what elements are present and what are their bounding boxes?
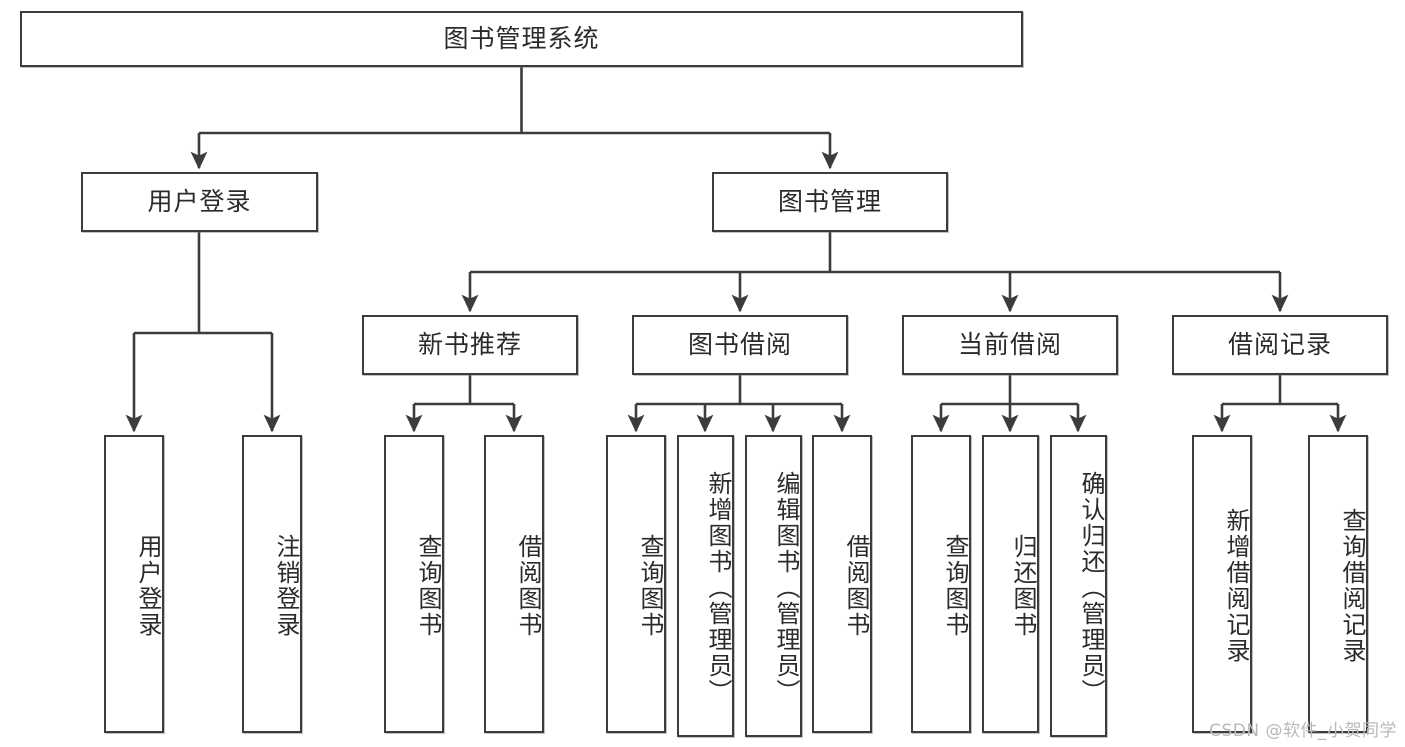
- leaf-bookborrow-query-book[interactable]: 查询图书: [606, 435, 666, 733]
- leaf-currentborrow-confirm-return-admin[interactable]: 确认归还（管理员）: [1050, 435, 1107, 737]
- leaf-bookborrow-add-book-admin[interactable]: 新增图书（管理员）: [677, 435, 734, 737]
- leaf-currentborrow-return-book-label: 归还图书: [1009, 534, 1037, 638]
- leaf-logout[interactable]: 注销登录: [242, 435, 302, 733]
- leaf-logout-label: 注销登录: [272, 534, 300, 638]
- leaf-borrowrecord-query-record[interactable]: 查询借阅记录: [1308, 435, 1368, 733]
- leaf-bookborrow-edit-book-admin[interactable]: 编辑图书（管理员）: [745, 435, 802, 737]
- node-user-login-label: 用户登录: [147, 187, 252, 217]
- node-book-borrow-label: 图书借阅: [687, 330, 792, 360]
- leaf-currentborrow-return-book[interactable]: 归还图书: [982, 435, 1039, 733]
- leaf-bookborrow-edit-book-admin-label: 编辑图书（管理员）: [772, 471, 800, 705]
- node-borrow-record-label: 借阅记录: [1227, 330, 1332, 360]
- node-book-management-label: 图书管理: [777, 187, 882, 217]
- node-user-login[interactable]: 用户登录: [81, 172, 318, 232]
- leaf-user-login-label: 用户登录: [134, 534, 162, 638]
- leaf-borrowrecord-add-record[interactable]: 新增借阅记录: [1192, 435, 1252, 733]
- leaf-currentborrow-query-book-label: 查询图书: [941, 534, 969, 638]
- leaf-bookborrow-query-book-label: 查询图书: [636, 534, 664, 638]
- csdn-watermark: CSDN @软件_小贺同学: [1209, 721, 1397, 741]
- leaf-currentborrow-query-book[interactable]: 查询图书: [911, 435, 971, 733]
- node-new-book-recommend-label: 新书推荐: [417, 330, 522, 360]
- node-current-borrow[interactable]: 当前借阅: [902, 315, 1118, 375]
- leaf-bookborrow-add-book-admin-label: 新增图书（管理员）: [704, 471, 732, 705]
- node-new-book-recommend[interactable]: 新书推荐: [362, 315, 578, 375]
- node-book-borrow[interactable]: 图书借阅: [632, 315, 848, 375]
- node-root-library-system[interactable]: 图书管理系统: [20, 11, 1023, 67]
- leaf-bookborrow-borrow-book[interactable]: 借阅图书: [812, 435, 872, 733]
- leaf-user-login[interactable]: 用户登录: [104, 435, 164, 733]
- leaf-borrowrecord-add-record-label: 新增借阅记录: [1222, 508, 1250, 664]
- leaf-newbook-query-book-label: 查询图书: [414, 534, 442, 638]
- node-current-borrow-label: 当前借阅: [957, 330, 1062, 360]
- leaf-newbook-query-book[interactable]: 查询图书: [384, 435, 444, 733]
- node-book-management[interactable]: 图书管理: [712, 172, 948, 232]
- leaf-newbook-borrow-book-label: 借阅图书: [514, 534, 542, 638]
- leaf-currentborrow-confirm-return-admin-label: 确认归还（管理员）: [1077, 471, 1105, 705]
- leaf-bookborrow-borrow-book-label: 借阅图书: [842, 534, 870, 638]
- node-borrow-record[interactable]: 借阅记录: [1172, 315, 1388, 375]
- leaf-newbook-borrow-book[interactable]: 借阅图书: [484, 435, 544, 733]
- node-root-label: 图书管理系统: [443, 24, 600, 54]
- leaf-borrowrecord-query-record-label: 查询借阅记录: [1338, 508, 1366, 664]
